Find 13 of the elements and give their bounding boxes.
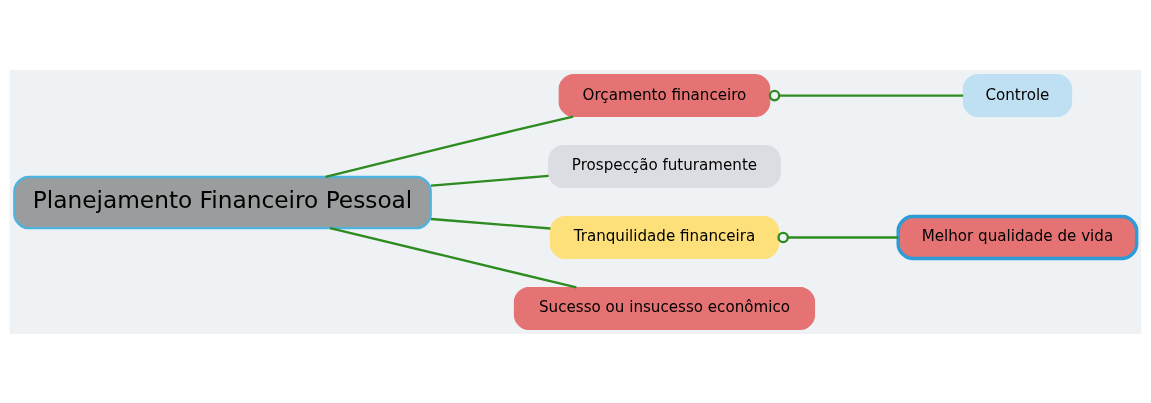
node-box: Tranquilidade financeira	[549, 215, 780, 259]
node-box: Melhor qualidade de vida	[896, 214, 1139, 260]
node-box: Planejamento Financeiro Pessoal	[13, 175, 432, 229]
node-box: Orçamento financeiro	[558, 73, 771, 117]
node-box: Controle	[962, 73, 1073, 117]
connector	[430, 174, 549, 187]
connector	[430, 217, 551, 230]
node-box: Prospecção futuramente	[548, 144, 781, 188]
node-box: Sucesso ou insucesso econômico	[513, 286, 816, 330]
connector	[768, 89, 964, 101]
connector	[777, 231, 899, 243]
connector	[325, 114, 574, 178]
connector	[329, 226, 577, 289]
